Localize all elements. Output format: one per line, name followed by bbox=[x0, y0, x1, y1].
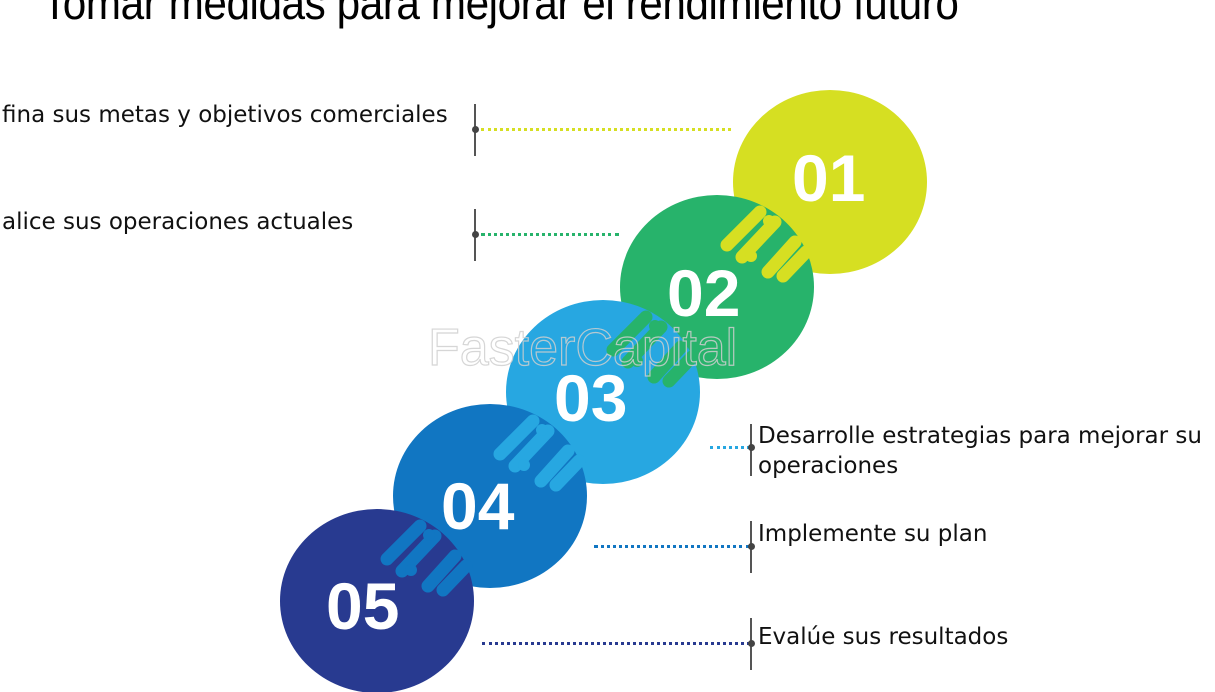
connector-knob-01 bbox=[472, 126, 479, 133]
connector-line-05 bbox=[482, 642, 750, 645]
step-label-05: Evalúe sus resultados bbox=[758, 624, 1009, 650]
connector-knob-04 bbox=[748, 543, 755, 550]
page-title: Tomar medidas para mejorar el rendimient… bbox=[42, 0, 959, 29]
connector-line-01 bbox=[481, 128, 731, 131]
step-number-05: 05 bbox=[326, 569, 400, 643]
step-circle-05 bbox=[280, 509, 474, 692]
step-number-03: 03 bbox=[554, 361, 628, 435]
step-label-03-line1: Desarrolle estrategias para mejorar su bbox=[758, 423, 1202, 449]
connector-knob-02 bbox=[472, 231, 479, 238]
step-label-02: alice sus operaciones actuales bbox=[2, 209, 354, 235]
step-label-04: Implemente su plan bbox=[758, 521, 988, 547]
watermark-logo: FasterCapital bbox=[427, 318, 738, 377]
connector-line-04 bbox=[594, 545, 750, 548]
step-label-01: fina sus metas y objetivos comerciales bbox=[2, 102, 448, 128]
connector-knob-05 bbox=[748, 640, 755, 647]
connector-line-02 bbox=[481, 233, 619, 236]
step-number-01: 01 bbox=[792, 141, 866, 215]
step-label-03-line2: operaciones bbox=[758, 453, 899, 479]
step-number-04: 04 bbox=[441, 469, 515, 543]
connector-line-03 bbox=[710, 446, 750, 449]
connector-knob-03 bbox=[748, 444, 755, 451]
step-number-02: 02 bbox=[667, 256, 741, 330]
